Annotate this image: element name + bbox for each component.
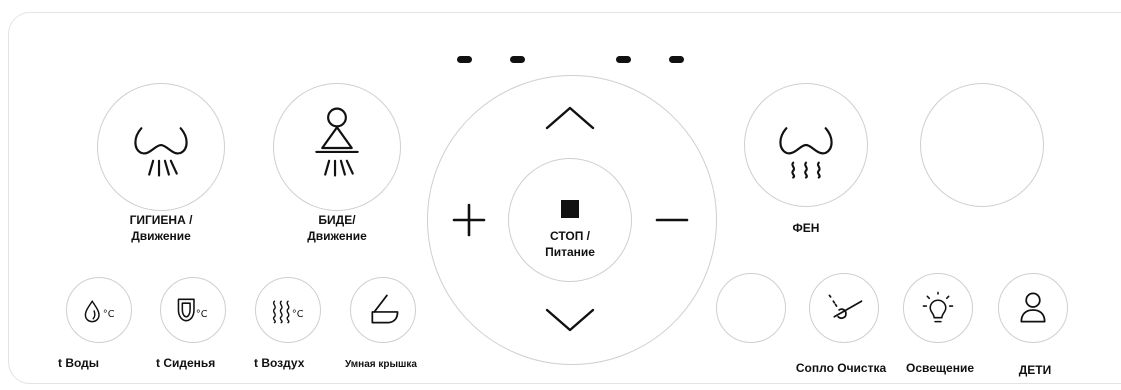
stop-label: СТОП / Питание bbox=[520, 228, 620, 260]
hygiene-button[interactable] bbox=[97, 83, 225, 211]
seat-temp-button[interactable]: °C bbox=[160, 277, 226, 343]
water-temp-button[interactable]: °C bbox=[66, 277, 132, 343]
blank-button-top[interactable] bbox=[920, 83, 1044, 207]
indicator-dash bbox=[616, 56, 631, 63]
nozzle-clean-label: Сопло Очистка bbox=[795, 361, 887, 375]
up-button[interactable] bbox=[544, 102, 596, 132]
down-button[interactable] bbox=[544, 305, 596, 335]
smart-lid-button[interactable] bbox=[350, 277, 416, 343]
hygiene-label-line2: Движение bbox=[131, 229, 191, 243]
light-bulb-icon bbox=[922, 291, 954, 323]
seat-temp-label: t Сиденья bbox=[156, 356, 216, 370]
svg-text:°C: °C bbox=[292, 309, 304, 320]
smart-lid-label: Умная крышка bbox=[345, 359, 417, 370]
water-temp-label: t Воды bbox=[58, 356, 100, 370]
plus-icon bbox=[452, 203, 486, 237]
stop-label-line1: СТОП / bbox=[549, 229, 591, 243]
hygiene-label-line1: ГИГИЕНА / bbox=[129, 213, 193, 227]
stop-button[interactable] bbox=[508, 158, 632, 282]
bidet-label-line1: БИДЕ/ bbox=[318, 213, 356, 227]
bidet-label: БИДЕ/ Движение bbox=[276, 212, 398, 244]
minus-icon bbox=[655, 218, 689, 222]
stop-label-line2: Питание bbox=[545, 245, 595, 259]
dryer-button[interactable] bbox=[744, 83, 868, 207]
chevron-down-icon bbox=[545, 308, 595, 332]
blank-button-bottom[interactable] bbox=[716, 273, 786, 343]
indicator-dash bbox=[457, 56, 472, 63]
air-temp-label: t Воздух bbox=[254, 356, 305, 370]
child-label: ДЕТИ bbox=[1018, 363, 1052, 377]
plus-button[interactable] bbox=[452, 203, 486, 237]
hygiene-spray-icon bbox=[134, 127, 188, 177]
air-temp-icon: °C bbox=[272, 300, 304, 324]
svg-text:°C: °C bbox=[196, 309, 208, 320]
dryer-label: ФЕН bbox=[792, 221, 820, 235]
indicator-dash bbox=[669, 56, 684, 63]
hygiene-label: ГИГИЕНА / Движение bbox=[100, 212, 222, 244]
water-drop-temp-icon: °C bbox=[84, 299, 115, 323]
bidet-button[interactable] bbox=[273, 83, 401, 211]
child-person-icon bbox=[1020, 292, 1046, 323]
nozzle-clean-icon bbox=[828, 294, 863, 319]
nozzle-clean-button[interactable] bbox=[809, 273, 879, 343]
lighting-label: Освещение bbox=[906, 361, 974, 375]
indicator-dash bbox=[510, 56, 525, 63]
dryer-icon bbox=[779, 127, 833, 179]
bidet-person-icon bbox=[315, 107, 359, 177]
chevron-up-icon bbox=[545, 106, 595, 130]
lighting-button[interactable] bbox=[903, 273, 973, 343]
stop-square-icon bbox=[561, 200, 579, 218]
seat-temp-icon: °C bbox=[177, 298, 208, 322]
air-temp-button[interactable]: °C bbox=[255, 277, 321, 343]
bidet-label-line2: Движение bbox=[307, 229, 367, 243]
svg-text:°C: °C bbox=[103, 309, 115, 320]
smart-lid-icon bbox=[371, 294, 399, 324]
minus-button[interactable] bbox=[655, 203, 689, 237]
child-button[interactable] bbox=[998, 273, 1068, 343]
